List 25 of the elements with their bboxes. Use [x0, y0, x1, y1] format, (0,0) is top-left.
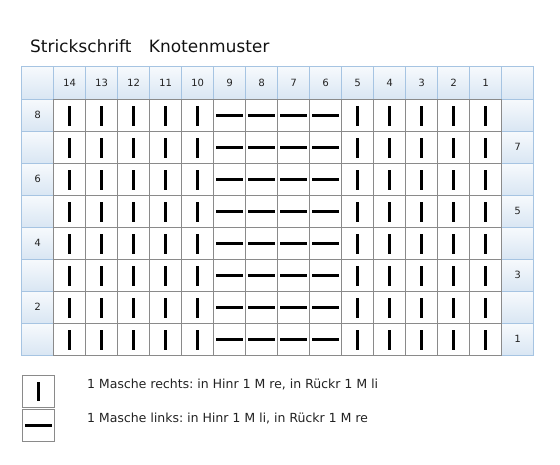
row-number: 3: [501, 259, 534, 292]
column-number: 4: [373, 66, 406, 100]
column-number: 3: [405, 66, 438, 100]
column-number: 9: [213, 66, 246, 100]
column-number: 12: [117, 66, 150, 100]
chart-title: Strickschrift Knotenmuster: [30, 37, 270, 57]
column-number: 6: [309, 66, 342, 100]
row-number: 5: [501, 195, 534, 228]
row-number: 7: [501, 131, 534, 164]
column-number: 10: [181, 66, 214, 100]
column-number: 13: [85, 66, 118, 100]
column-number: 7: [277, 66, 310, 100]
row-number: 4: [21, 227, 54, 260]
row-number: 6: [21, 163, 54, 196]
legend-text: 1 Masche rechts: in Hinr 1 M re, in Rückr 1 M li: [87, 376, 378, 391]
column-number: 14: [53, 66, 86, 100]
row-number: 1: [501, 323, 534, 356]
legend-text: 1 Masche links: in Hinr 1 M li, in Rückr 1 M re: [87, 410, 368, 425]
column-number: 5: [341, 66, 374, 100]
column-number: 8: [245, 66, 278, 100]
column-number: 1: [469, 66, 502, 100]
row-number: 8: [21, 99, 54, 132]
column-number: 11: [149, 66, 182, 100]
column-number: 2: [437, 66, 470, 100]
row-number: 2: [21, 291, 54, 324]
